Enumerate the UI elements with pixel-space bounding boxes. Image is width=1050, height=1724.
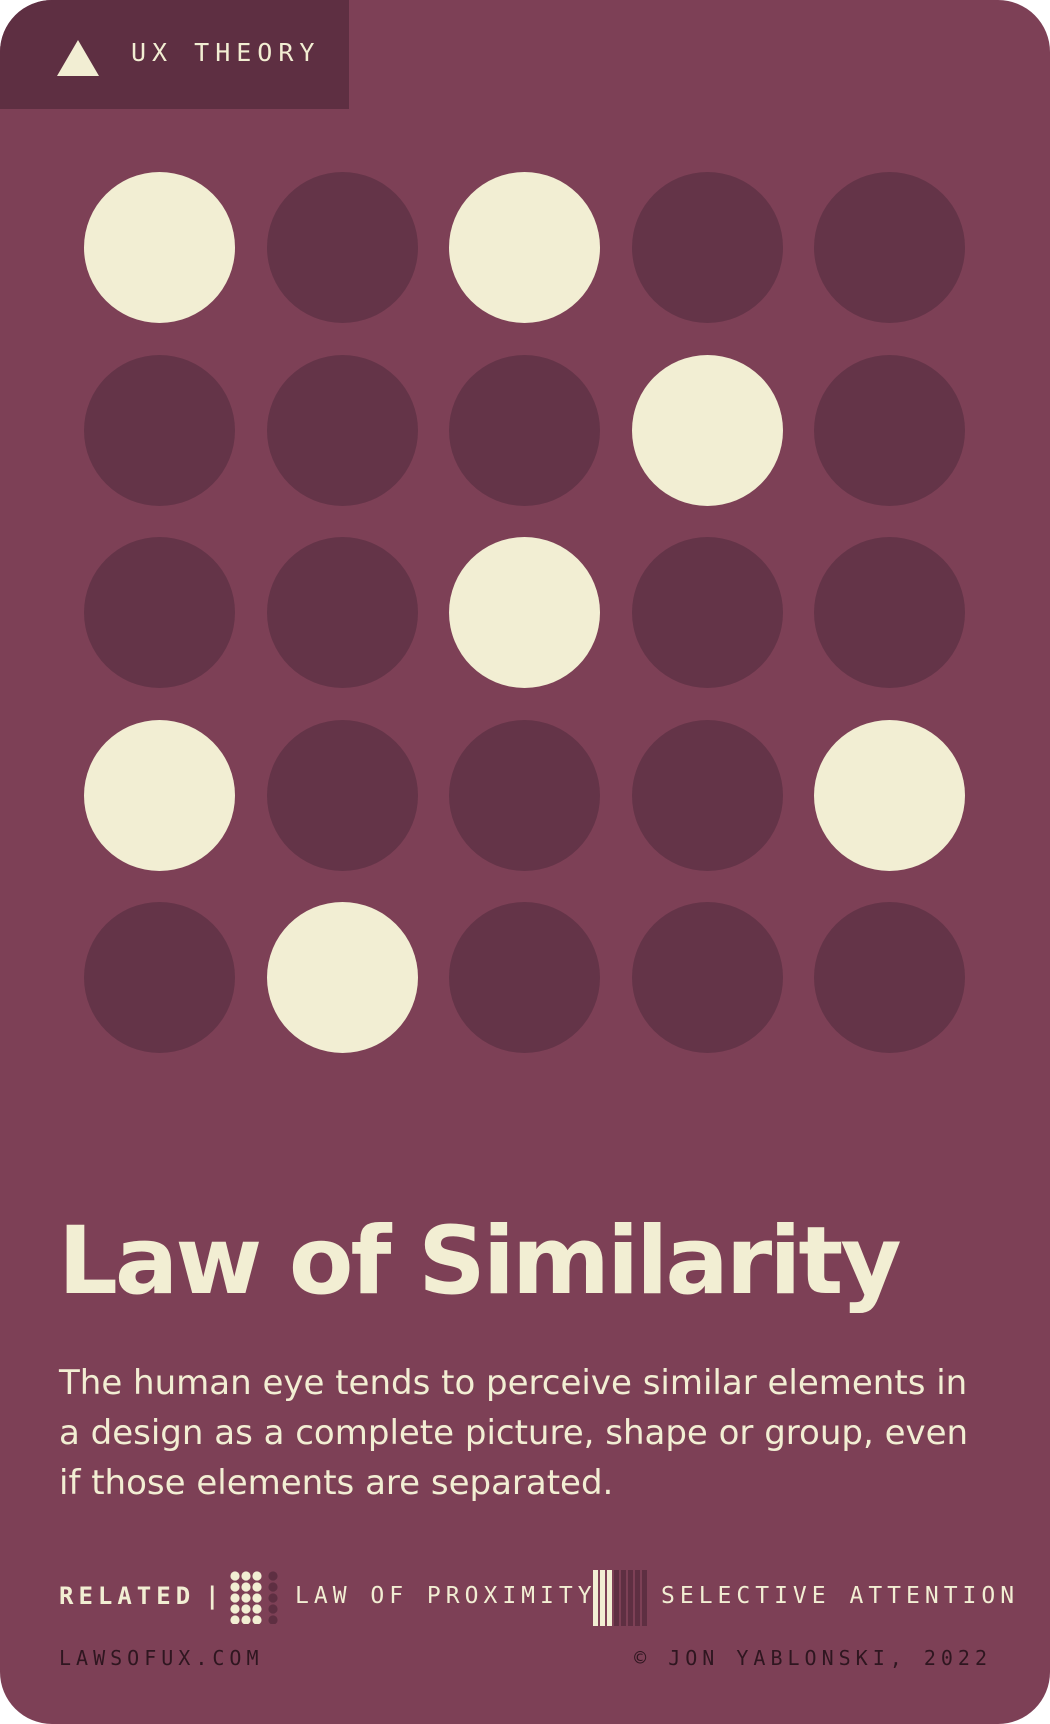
dot <box>449 720 600 871</box>
dot <box>814 537 965 688</box>
highlighted-dot <box>814 720 965 871</box>
dot <box>632 902 783 1053</box>
dot <box>84 537 235 688</box>
related-separator: | <box>205 1582 220 1610</box>
category-badge: UX THEORY <box>0 0 349 109</box>
related-label: RELATED <box>59 1582 196 1610</box>
similarity-dot-grid <box>84 172 965 1053</box>
dot <box>84 902 235 1053</box>
copyright-text: © JON YABLONSKI, 2022 <box>634 1646 992 1670</box>
category-label: UX THEORY <box>131 38 321 67</box>
law-title: Law of Similarity <box>58 1207 902 1316</box>
dot-grid-icon <box>230 1571 278 1624</box>
highlighted-dot <box>449 537 600 688</box>
related-section: RELATED | LAW OF PROXIMITY <box>59 1570 1020 1626</box>
highlighted-dot <box>449 172 600 323</box>
dot <box>632 537 783 688</box>
triangle-icon <box>57 40 99 76</box>
dot <box>814 172 965 323</box>
dot <box>267 537 418 688</box>
highlighted-dot <box>84 720 235 871</box>
site-link[interactable]: LAWSOFUX.COM <box>59 1646 264 1670</box>
dot <box>449 355 600 506</box>
dot <box>814 902 965 1053</box>
dot <box>84 355 235 506</box>
highlighted-dot <box>84 172 235 323</box>
dot <box>814 355 965 506</box>
related-item-law-of-proximity[interactable]: LAW OF PROXIMITY <box>295 1583 597 1609</box>
highlighted-dot <box>632 355 783 506</box>
dot <box>267 172 418 323</box>
dot <box>632 172 783 323</box>
vertical-bars-icon <box>593 1570 647 1626</box>
dot <box>267 720 418 871</box>
related-item-selective-attention[interactable]: SELECTIVE ATTENTION <box>661 1583 1020 1609</box>
dot <box>632 720 783 871</box>
law-description: The human eye tends to perceive similar … <box>59 1363 969 1503</box>
dot <box>267 355 418 506</box>
highlighted-dot <box>267 902 418 1053</box>
dot <box>449 902 600 1053</box>
